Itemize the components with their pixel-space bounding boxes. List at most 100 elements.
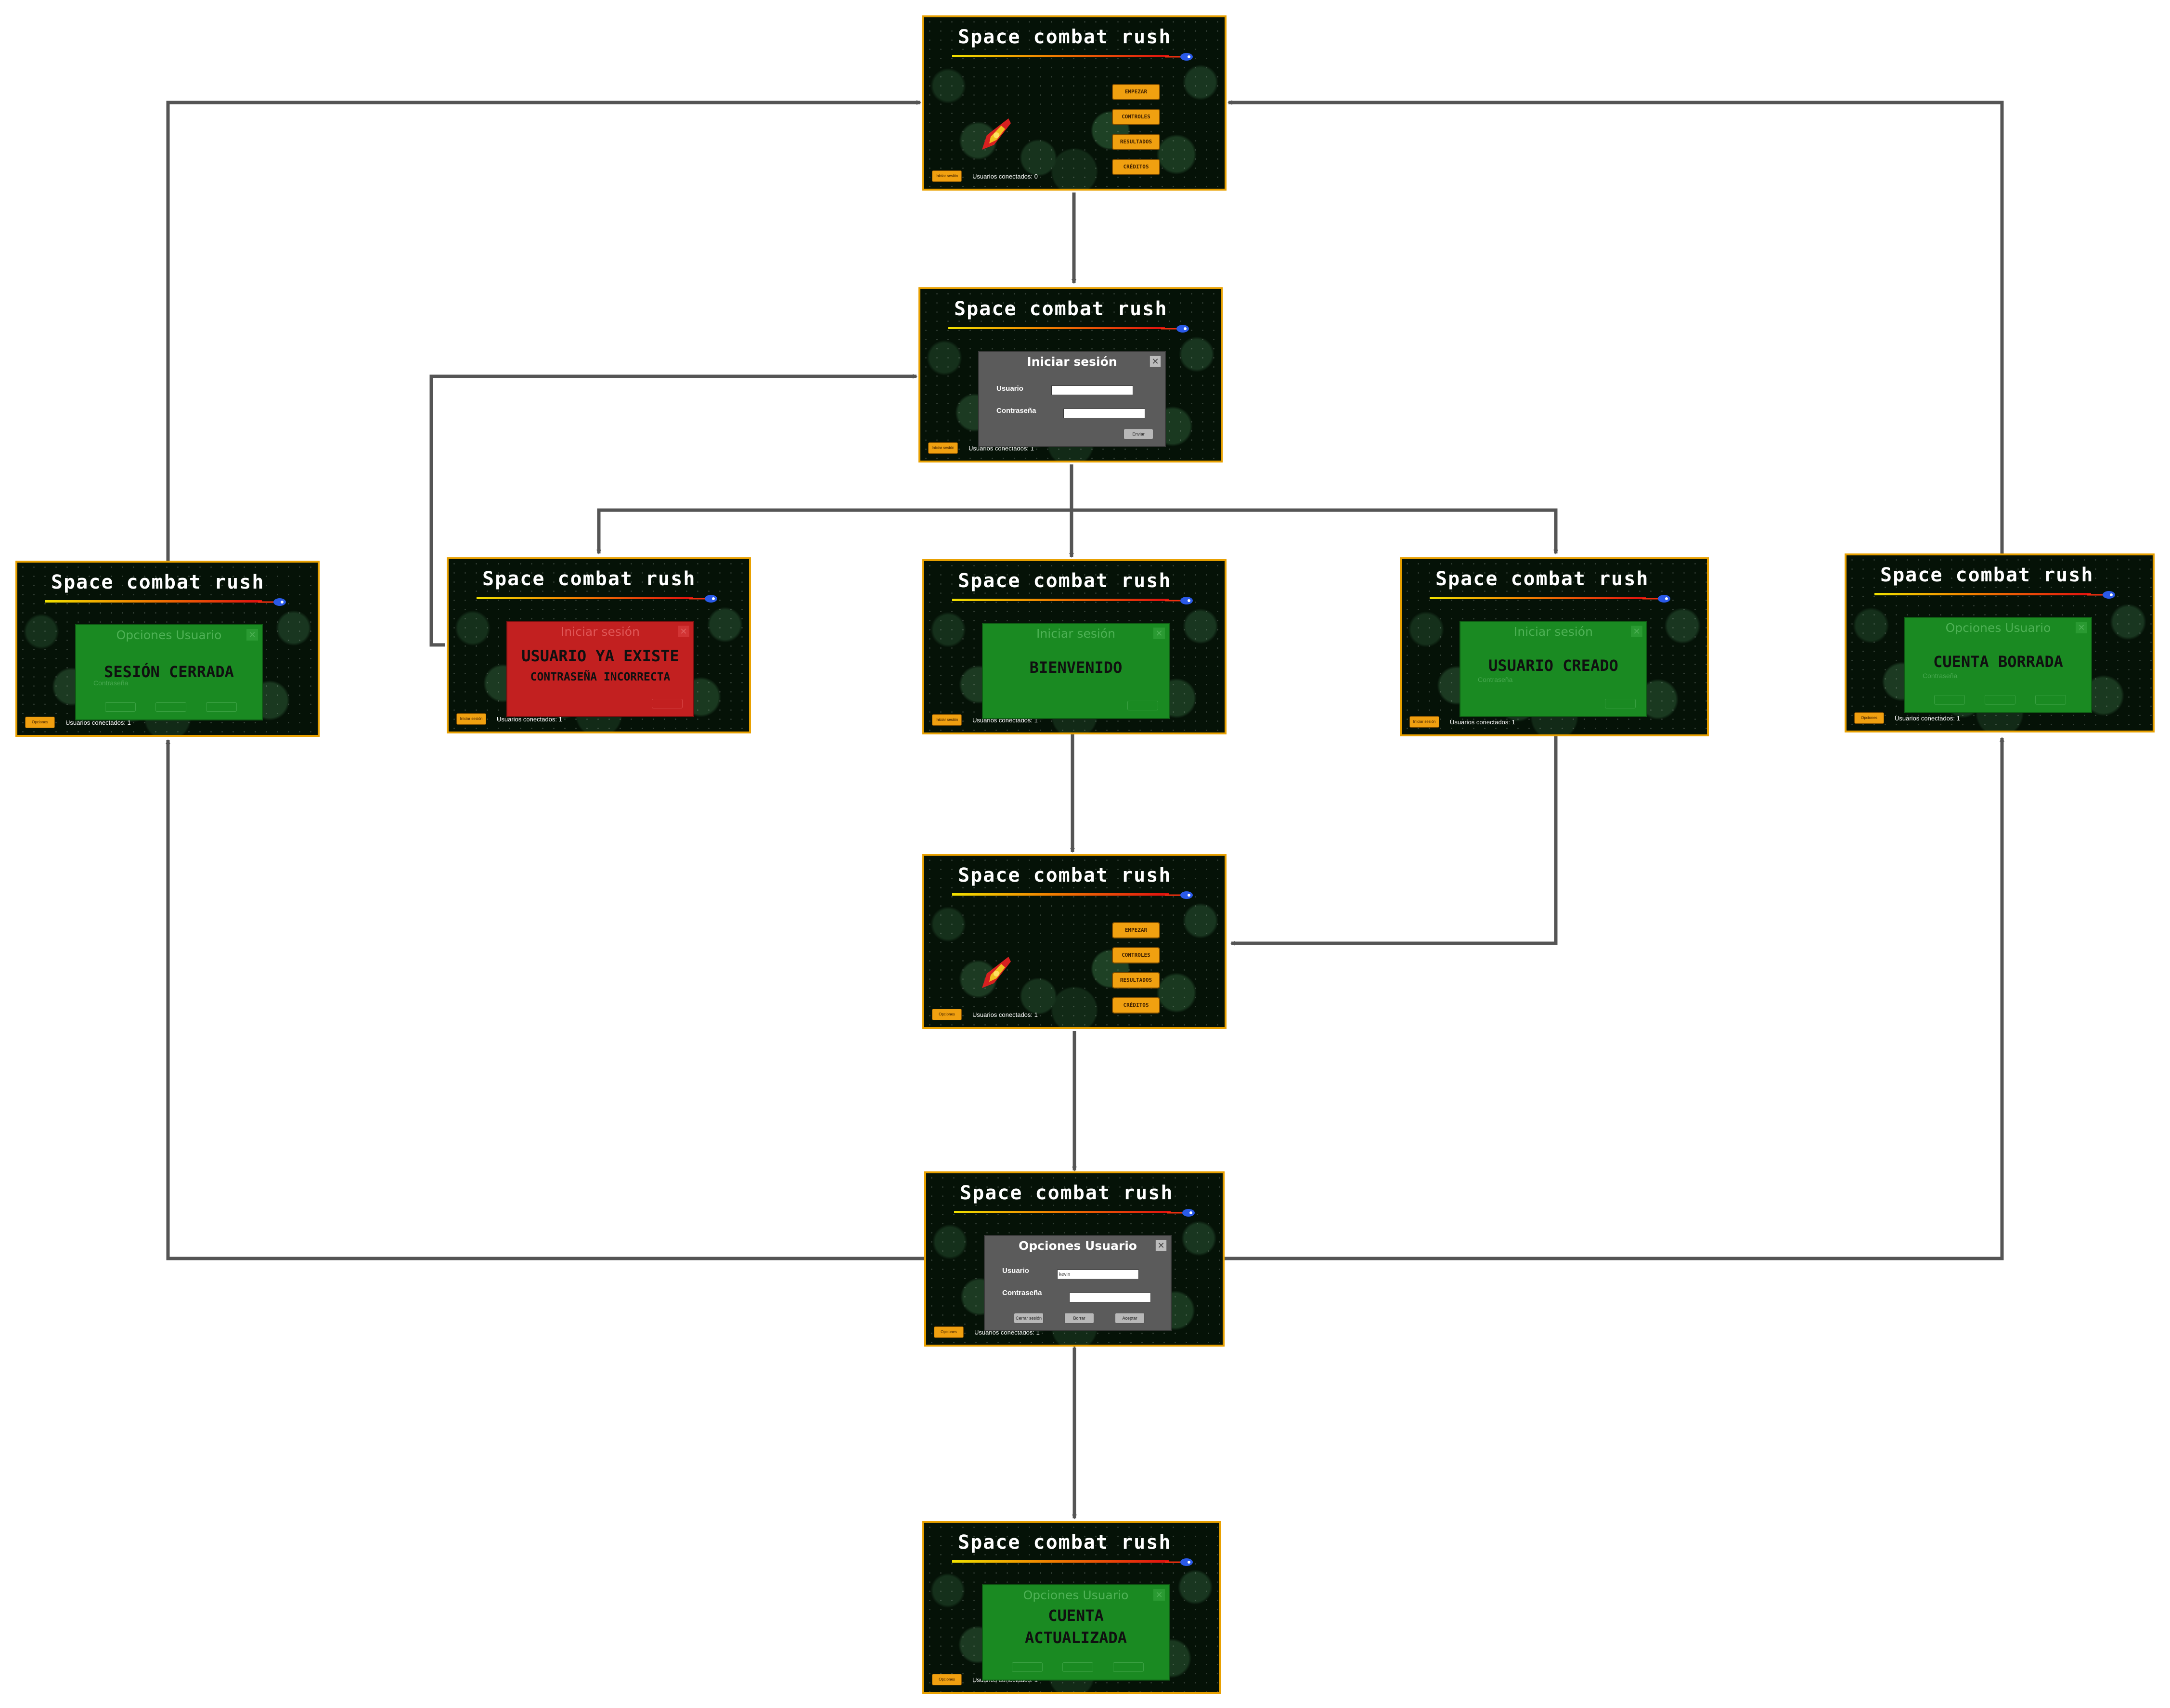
close-icon[interactable]: ✕ [2076,622,2087,633]
game-title: Space combat rush [1435,568,1649,590]
username-label: Usuario [1002,1267,1029,1275]
accept-button[interactable]: Aceptar [1115,1313,1145,1323]
title-underline [477,597,693,599]
options-button[interactable]: Opciones [932,1009,962,1020]
results-button[interactable]: RESULTADOS [1112,972,1160,989]
send-button [652,699,683,708]
options-button[interactable]: Opciones [934,1326,964,1338]
dialog-title: Opciones Usuario [1945,621,2051,635]
delete-button[interactable]: Borrar [1064,1313,1094,1323]
username-input[interactable]: kevin [1057,1270,1139,1279]
start-button[interactable]: EMPEZAR [1112,84,1160,100]
close-icon[interactable]: ✕ [246,629,258,641]
rocket-icon [1161,325,1189,333]
status-message: SESIÓN CERRADA [104,663,234,681]
rocket-icon [2087,591,2115,599]
users-connected: Usuarios conectados: 1 [1895,715,1960,722]
title-underline [952,55,1169,57]
game-title: Space combat rush [958,26,1172,48]
game-title: Space combat rush [954,298,1168,320]
screen-login-error: Space combat rush Iniciar sesión ✕ USUAR… [447,557,751,733]
username-label: Usuario [996,385,1023,393]
options-button[interactable]: Opciones [25,717,55,728]
controls-button[interactable]: CONTROLES [1112,109,1160,125]
credits-button[interactable]: CRÉDITOS [1112,997,1160,1014]
title-underline [952,1560,1169,1563]
arrow-login-to-created [1072,508,1558,554]
arrow-login-to-error [596,464,1073,554]
dialog-title: Opciones Usuario [1019,1239,1137,1253]
password-input[interactable] [1063,409,1145,418]
username-input[interactable] [1051,385,1133,395]
close-icon[interactable]: ✕ [678,626,689,637]
arrow-error-to-login [429,374,917,647]
logout-button [1934,695,1965,705]
title-underline [952,599,1169,601]
game-title: Space combat rush [958,1531,1172,1554]
users-connected: Usuarios conectados: 1 [972,1011,1038,1018]
screen-user-options: Space combat rush Opciones Usuario ✕ Usu… [924,1171,1225,1347]
game-title: Space combat rush [958,570,1172,592]
screen-start-menu: Space combat rush EMPEZAR CONTROLES RESU… [922,15,1227,191]
password-input[interactable] [1069,1293,1151,1302]
login-button[interactable]: Iniciar sesión [932,170,962,182]
game-title: Space combat rush [51,571,265,593]
title-underline [952,893,1169,896]
options-dialog: Opciones Usuario ✕ Contraseña SESIÓN CER… [75,624,263,720]
login-button[interactable]: Iniciar sesión [932,714,962,726]
login-dialog: Iniciar sesión ✕ Usuario Contraseña Envi… [978,351,1166,447]
options-dialog: Opciones Usuario ✕ Contraseña CUENTA BOR… [1904,617,2092,713]
logout-button [105,702,136,712]
login-button[interactable]: Iniciar sesión [1409,716,1439,728]
login-dialog: Iniciar sesión ✕ Contraseña USUARIO CREA… [1460,621,1647,717]
options-dialog: Opciones Usuario ✕ CUENTA ACTUALIZADA [982,1584,1170,1681]
title-underline [954,1211,1171,1213]
password-label: Contraseña [996,407,1036,415]
send-button [1127,701,1158,710]
logout-button[interactable]: Cerrar sesión [1014,1313,1044,1323]
spaceship-icon [982,957,1011,988]
password-label: Contraseña [1923,672,1958,680]
game-title: Space combat rush [482,568,696,590]
dialog-title: Opciones Usuario [116,628,222,642]
rocket-icon [1165,53,1193,61]
arrow-closed-to-start [166,100,921,561]
status-message: BIENVENIDO [1029,658,1123,677]
title-underline [1874,593,2091,595]
game-title: Space combat rush [1880,564,2094,586]
screen-user-created: Space combat rush Iniciar sesión ✕ Contr… [1400,557,1709,736]
options-button[interactable]: Opciones [1854,712,1884,724]
options-button[interactable]: Opciones [932,1674,962,1685]
arrow-created-to-menu [1230,736,1558,946]
close-icon[interactable]: ✕ [1150,356,1161,367]
options-dialog: Opciones Usuario ✕ Usuario kevin Contras… [984,1235,1172,1331]
close-icon[interactable]: ✕ [1153,628,1165,639]
spaceship-icon [982,118,1011,150]
screen-login: Space combat rush Iniciar sesión ✕ Usuar… [918,287,1223,462]
delete-button [155,702,186,712]
users-connected: Usuarios conectados: 1 [497,716,562,723]
rocket-icon [258,598,286,606]
start-button[interactable]: EMPEZAR [1112,922,1160,938]
password-label: Contraseña [1478,676,1513,683]
close-icon[interactable]: ✕ [1153,1589,1165,1601]
login-button[interactable]: Iniciar sesión [456,713,486,725]
results-button[interactable]: RESULTADOS [1112,134,1160,150]
credits-button[interactable]: CRÉDITOS [1112,159,1160,175]
users-connected: Usuarios conectados: 0 [972,173,1038,180]
rocket-icon [1165,597,1193,604]
login-button[interactable]: Iniciar sesión [928,442,958,454]
dialog-title: Iniciar sesión [1027,355,1117,369]
password-label: Contraseña [93,679,129,687]
screen-welcome: Space combat rush Iniciar sesión ✕ BIENV… [922,559,1227,734]
status-message-line-1: CUENTA [1048,1606,1104,1625]
send-button[interactable]: Enviar [1124,429,1153,439]
logout-button [1012,1662,1043,1672]
close-icon[interactable]: ✕ [1631,626,1642,637]
controls-button[interactable]: CONTROLES [1112,947,1160,963]
close-icon[interactable]: ✕ [1155,1240,1167,1251]
screen-main-menu: Space combat rush EMPEZAR CONTROLES RESU… [922,854,1227,1029]
error-message-user-exists: USUARIO YA EXISTE [521,647,679,665]
error-message-wrong-password: CONTRASEÑA INCORRECTA [530,671,671,683]
